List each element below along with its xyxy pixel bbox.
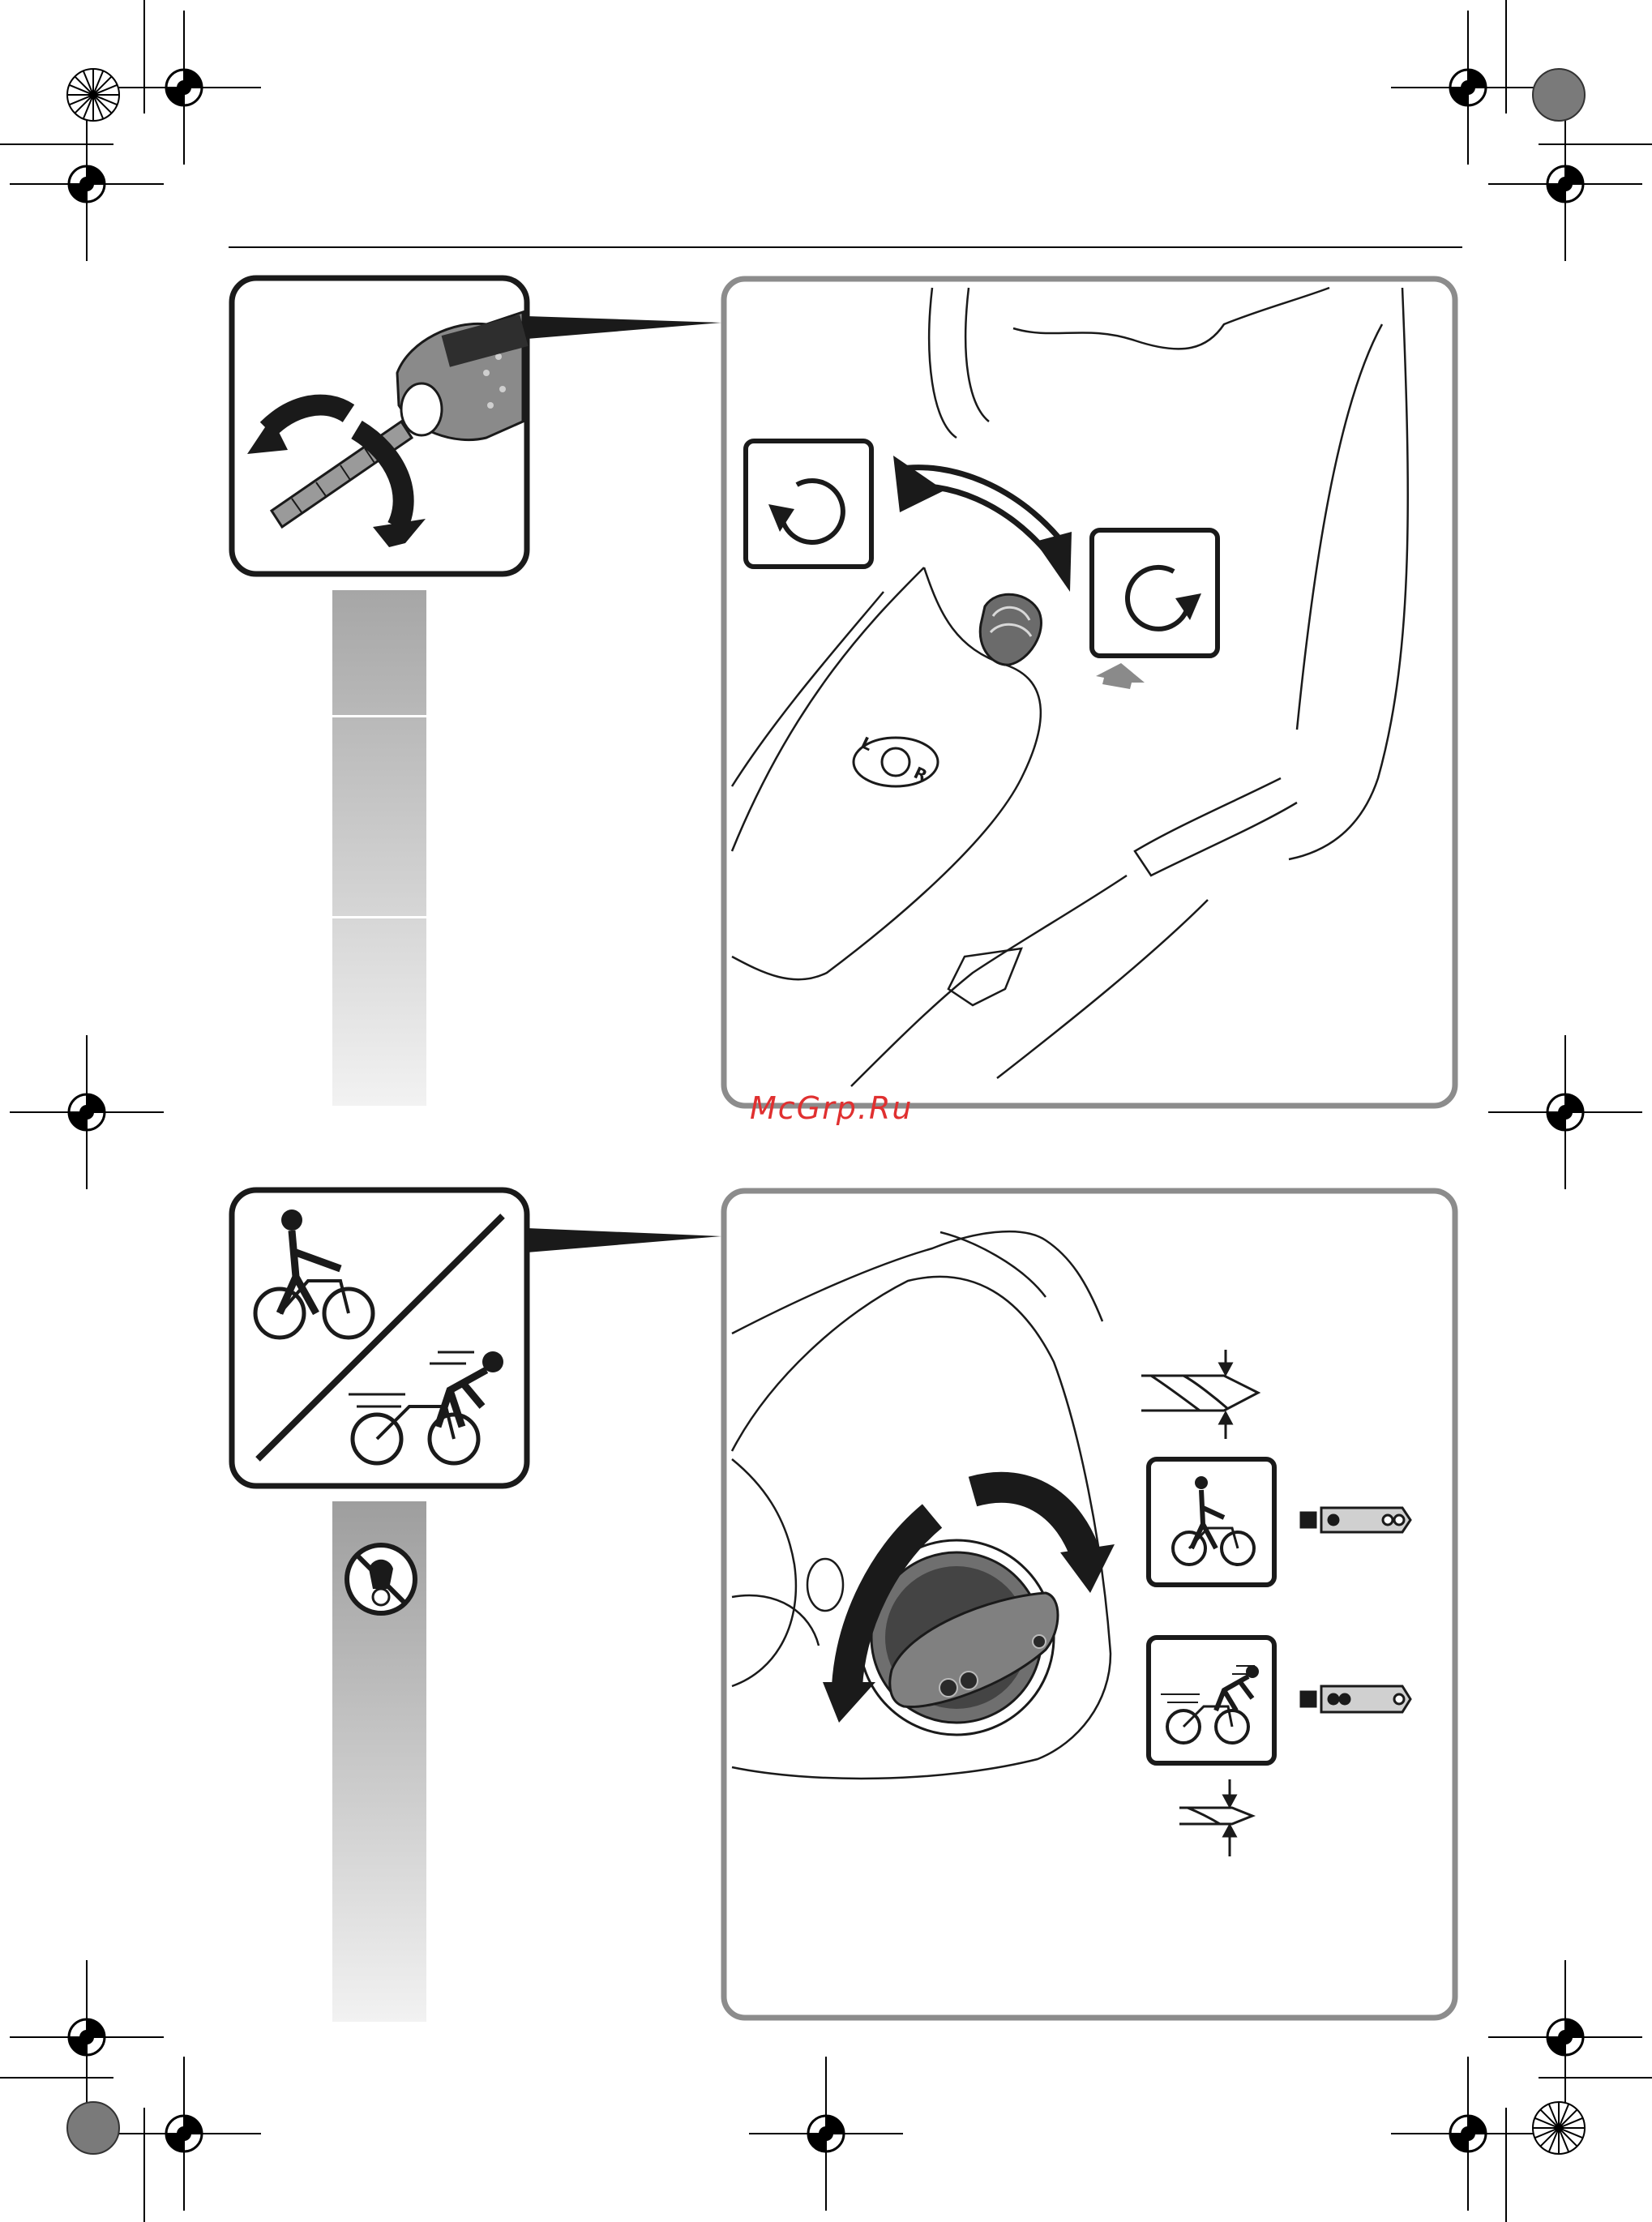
- slow-cyclist-icon: [1149, 1459, 1274, 1585]
- no-impact-icon: [347, 1545, 415, 1613]
- fast-cyclist-icon: [1149, 1638, 1274, 1763]
- speed-cyclist-box: [232, 1190, 527, 1486]
